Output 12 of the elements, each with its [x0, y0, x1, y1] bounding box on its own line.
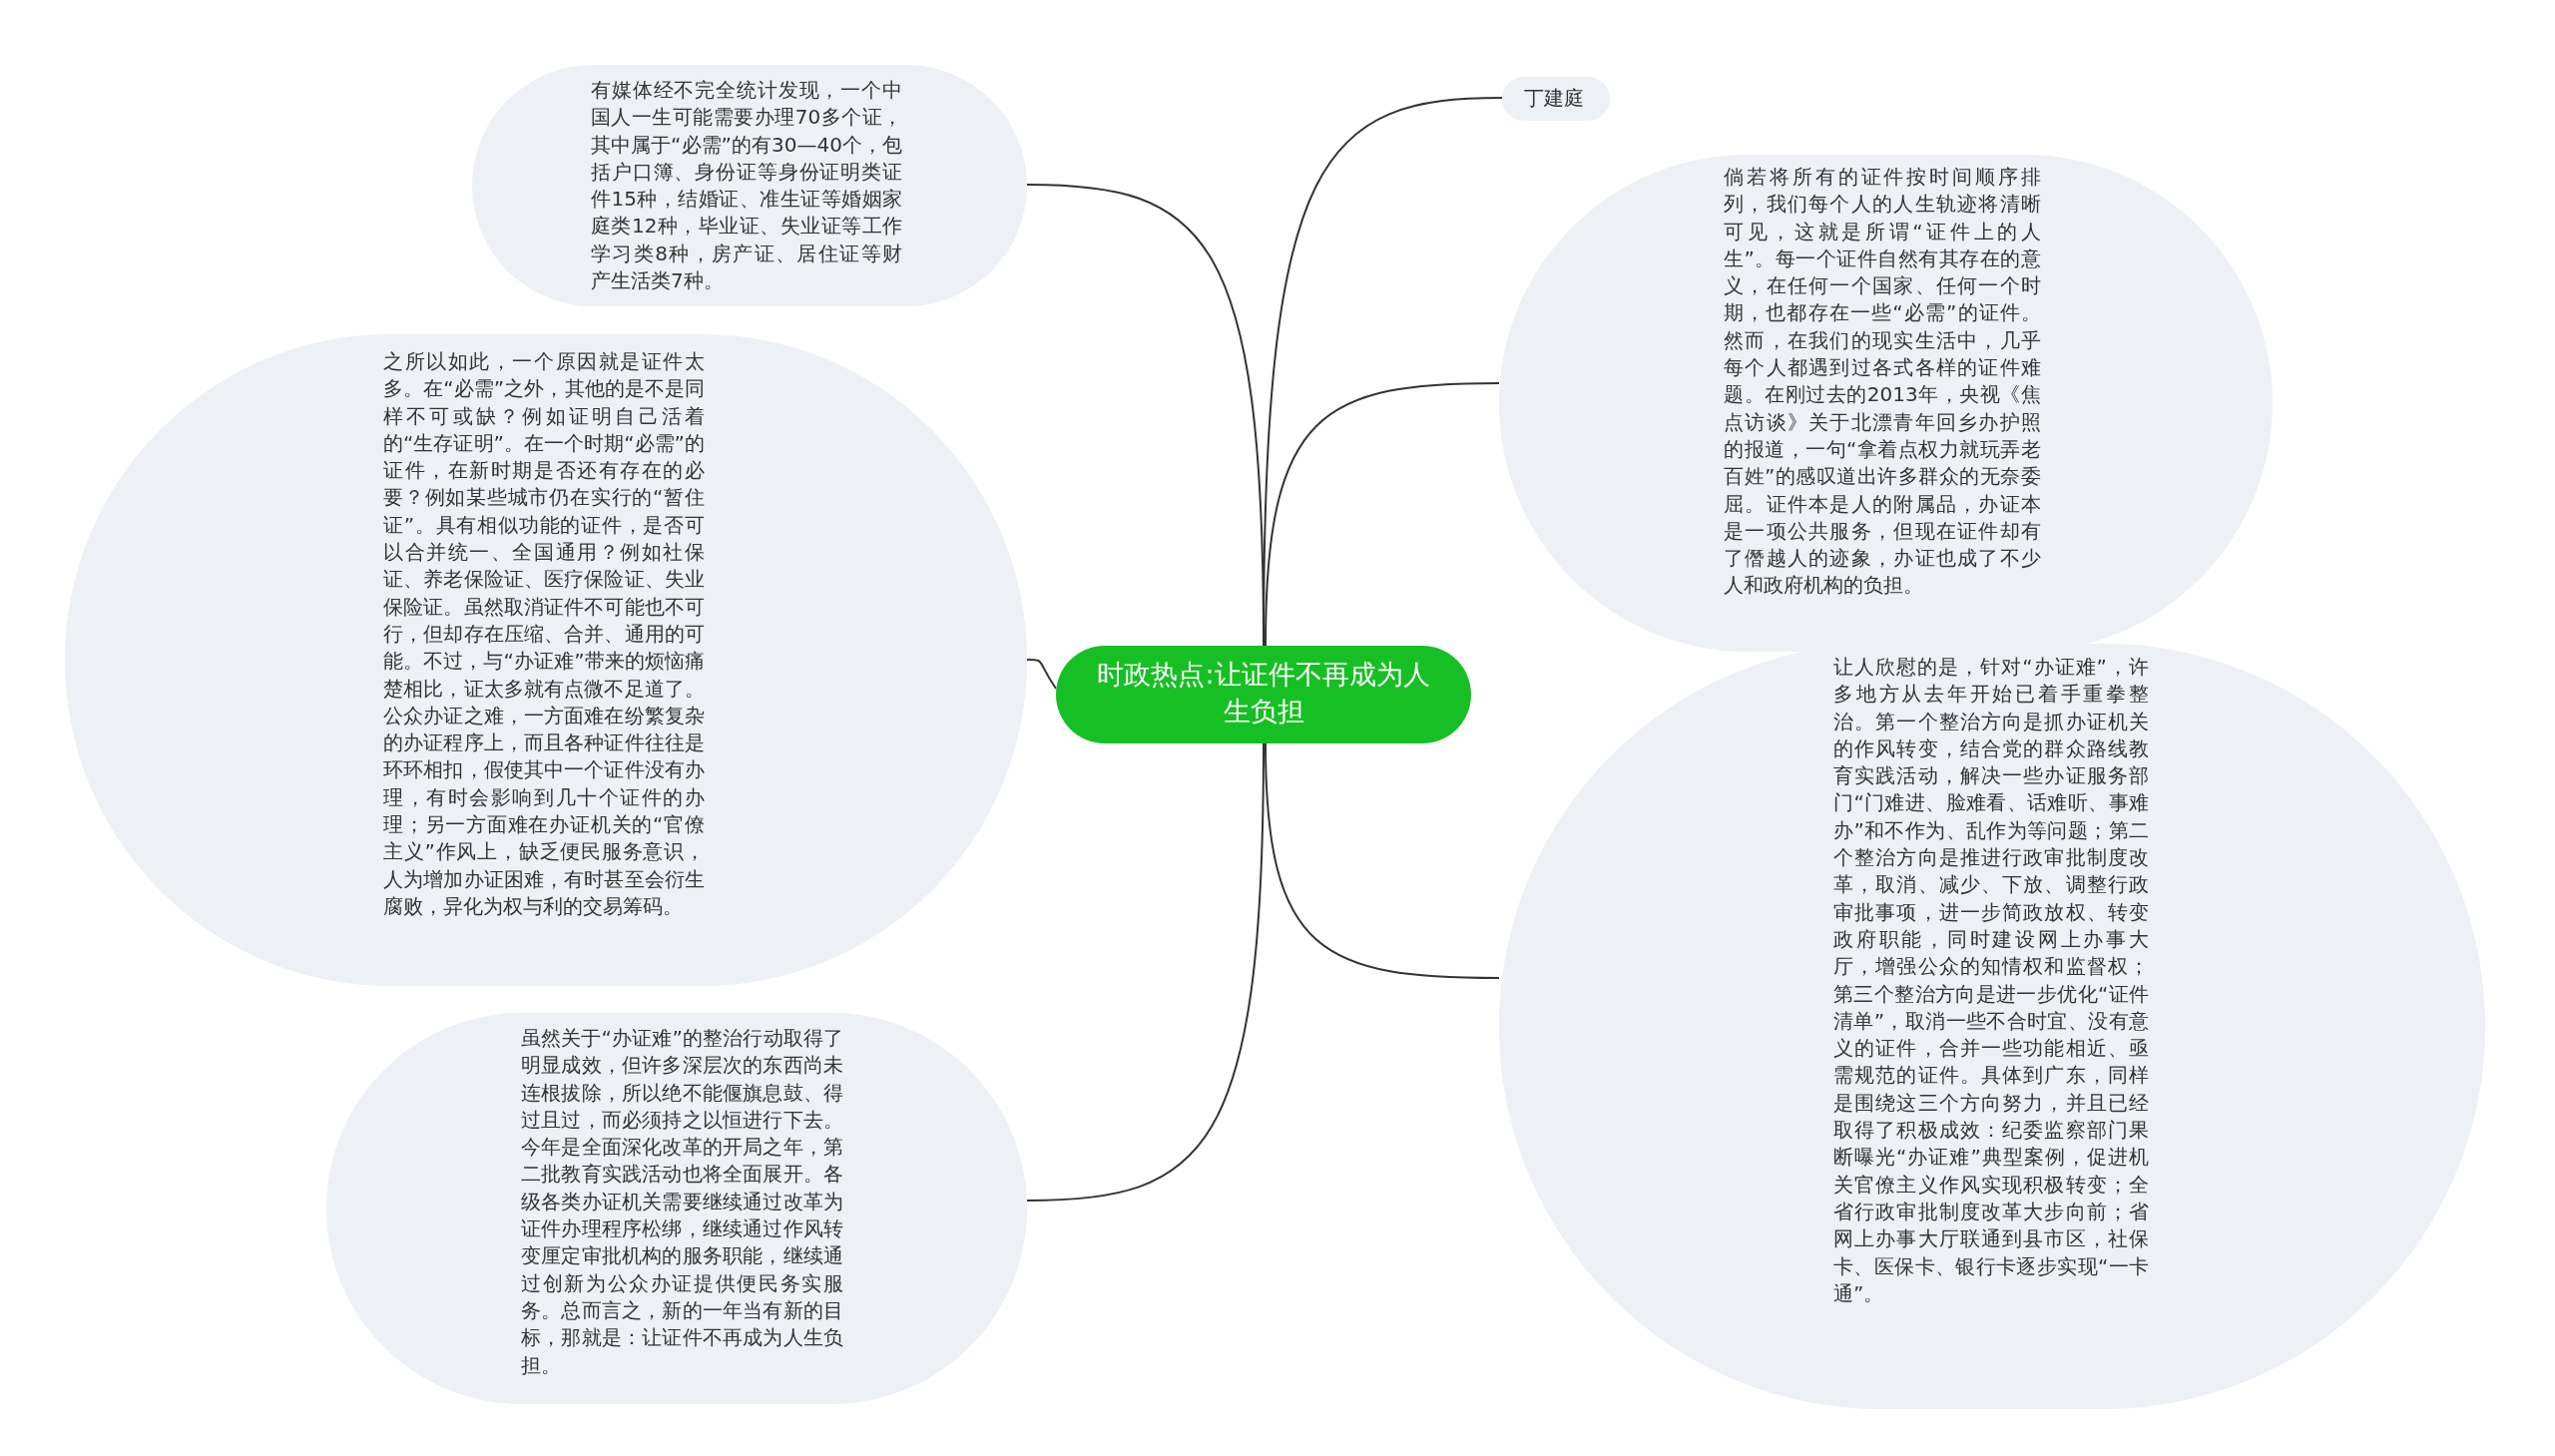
topic-title: 时政热点:让证件不再成为人生负担 [1096, 658, 1431, 728]
connector-line [1026, 742, 1265, 1202]
connector-line [1265, 382, 1500, 647]
connector-line [1026, 659, 1057, 690]
paragraph: 虽然关于“办证难”的整治行动取得了明显成效，但许多深层次的东西尚未连根拔除，所以绝不能偃旗息鼓、得过且过，而必须持之以恒进行下去。今年是全面深化改革的开局之年，第二批教育实践活动也将全面展开。各级各类办证机关需要继续通过改革为证件办理程序松绑，继续通过作风转变厘定审批机构的服务职能，继续通过创新为公众办证提供便民务实服务。总而言之，新的一年当有新的目标，那就是：让证件不再成为人生负担。 [521, 1025, 843, 1379]
topic-box [1502, 77, 1610, 121]
paragraph: 有媒体经不完全统计发现，一个中国人一生可能需要办理70多个证，其中属于“必需”的有30—40个，包括户口簿、身份证等身份证明类证件15种，结婚证、准生证等婚姻家庭类12种，毕业证、失业证等工作学习类8种，房产证、居住证等财产生活类7种。 [591, 77, 902, 295]
paragraph: 之所以如此，一个原因就是证件太多。在“必需”之外，其他的是不是同样不可或缺？例如证明自己活着的“生存证明”。在一个时期“必需”的证件，在新时期是否还有存在的必要？例如某些城市仍在实行的“暂住证”。具有相似功能的证件，是否可以合并统一、全国通用？例如社保证、养老保险证、医疗保险证、失业保险证。虽然取消证件不可能也不可行，但却存在压缩、合并、通用的可能。不过，与“办证难”带来的烦恼痛楚相比，证太多就有点微不足道了。公众办证之难，一方面难在纷繁复杂的办证程序上，而且各种证件往往是环环相扣，假使其中一个证件没有办理，有时会影响到几十个证件的办理；另一方面难在办证机关的“官僚主义”作风上，缺乏便民服务意识，人为增加办证困难，有时甚至会衍生腐败，异化为权与利的交易筹码。 [383, 348, 705, 920]
paragraph: 倘若将所有的证件按时间顺序排列，我们每个人的人生轨迹将清晰可见，这就是所谓“证件上的人生”。每一个证件自然有其存在的意义，在任何一个国家、任何一个时期，也都存在一些“必需”的证件。然而，在我们的现实生活中，几乎每个人都遇到过各式各样的证件难题。在刚过去的2013年，央视《焦点访谈》关于北漂青年回乡办护照的报道，一句“拿着点权力就玩弄老百姓”的感叹道出许多群众的无奈委屈。证件本是人的附属品，办证本是一项公共服务，但现在证件却有了僭越人的迹象，办证也成了不少人和政府机构的负担。 [1724, 164, 2041, 600]
paragraph: 让人欣慰的是，针对“办证难”，许多地方从去年开始已着手重拳整治。第一个整治方向是抓办证机关的作风转变，结合党的群众路线教育实践活动，解决一些办证服务部门“门难进、脸难看、话难听、事难办”和不作为、乱作为等问题；第二个整治方向是推进行政审批制度改革，取消、减少、下放、调整行政审批事项，进一步简政放权、转变政府职能，同时建设网上办事大厅，增强公众的知情权和监督权；第三个整治方向是进一步优化“证件清单”，取消一些不合时宜、没有意义的证件，合并一些功能相近、亟需规范的证件。具体到广东，同样是围绕这三个方向努力，并且已经取得了积极成效：纪委监察部门果断曝光“办证难”典型案例，促进机关官僚主义作风实现积极转变；全省行政审批制度改革大步向前；省网上办事大厅联通到县市区，社保卡、医保卡、银行卡逐步实现“一卡通”。 [1833, 654, 2149, 1307]
connector-line [1265, 742, 1500, 979]
paragraph: 丁建庭 [1524, 85, 1585, 112]
